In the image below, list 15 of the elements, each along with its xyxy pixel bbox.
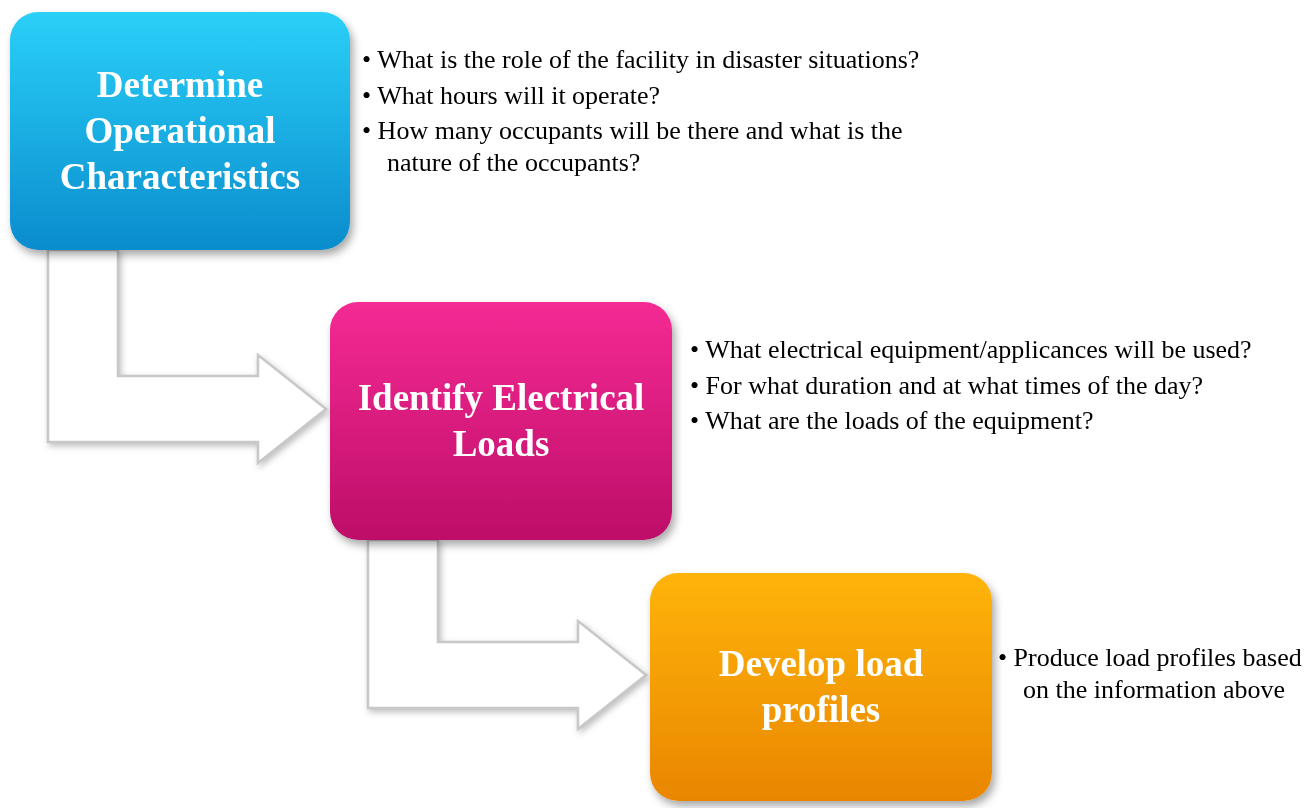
process-box <box>330 302 672 540</box>
bullet-text: • Produce load profiles based on the information above <box>998 642 1303 706</box>
bullet-text: • What are the loads of the equipment? <box>690 405 1095 438</box>
bent-arrow <box>366 538 648 732</box>
step-title: Develop load profiles <box>717 641 925 732</box>
bullet-text: • What hours will it operate? <box>362 79 662 112</box>
bent-arrow <box>46 248 328 466</box>
bullet-text: • What is the role of the facility in disaster situations? <box>362 44 921 76</box>
step-title: Determine Operational Characteristics <box>58 62 302 200</box>
process-box <box>10 12 350 250</box>
bullet-text: • For what duration and at what times of the day? <box>690 369 1205 402</box>
bullet-text: • How many occupants will be there and what is the nature of the occupants? <box>362 115 904 179</box>
bullet-text: • What electrical equipment/applicances will be used? <box>690 334 1253 366</box>
step-title: Identify Electrical Loads <box>356 375 646 466</box>
process-box <box>650 573 992 801</box>
